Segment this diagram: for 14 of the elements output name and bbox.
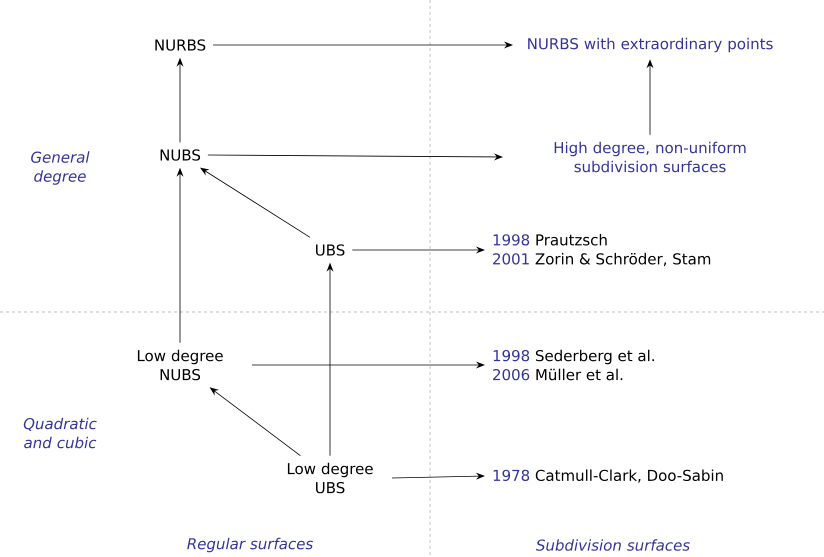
surface-type-label: Low degree NUBS (138, 350, 223, 380)
region-label: Quadratic and cubic (24, 418, 97, 448)
citation-text: 1998 Sederberg et al. 2006 Müller et al. (493, 350, 654, 380)
surface-label: NURBS with extraordinary points (528, 38, 773, 52)
surface-type-label: NURBS (155, 39, 206, 51)
surface-label: High degree, non-uniform subdivision surfaces (554, 142, 746, 172)
citation-text: 1978 Catmull-Clark, Doo-Sabin (494, 469, 723, 483)
surface-type-label: UBS (316, 244, 344, 256)
surface-type-label: NUBS (160, 149, 200, 161)
region-label: General degree (31, 151, 90, 185)
region-label: Regular surfaces (187, 538, 313, 552)
region-label: Subdivision surfaces (536, 539, 690, 551)
surface-type-label: Low degree UBS (288, 462, 373, 494)
citation-text: 1998 Prautzsch 2001 Zorin & Schröder, Stam (493, 234, 710, 266)
